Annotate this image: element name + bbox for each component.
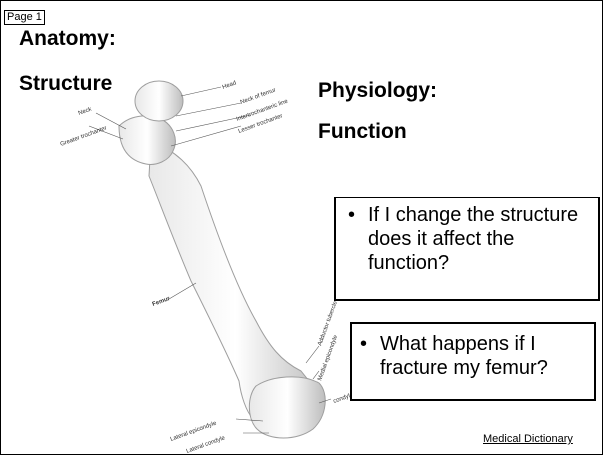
question-box-structure: • If I change the structure does it affe… [334,197,600,301]
heading-structure: Structure [19,72,112,96]
label-neck-of-femur: Neck of femur [240,87,277,105]
bullet-text: If I change the structure does it affect… [350,203,590,275]
question-box-fracture: • What happens if I fracture my femur? [350,322,596,401]
bullet-icon: • [348,203,355,227]
medical-dictionary-link[interactable]: Medical Dictionary [483,433,573,445]
label-greater-trochanter: Greater trochanter [60,125,108,147]
label-head: Head [222,80,238,91]
page-label: Page 1 [4,10,45,25]
label-neck: Neck [78,106,94,117]
label-lateral-condyle: Lateral condyle [186,435,227,455]
label-femur: Femur [152,296,172,308]
bullet-icon: • [360,332,367,356]
bullet-item: • If I change the structure does it affe… [350,203,590,275]
heading-physiology: Physiology: [318,79,437,103]
heading-function: Function [318,120,407,144]
bullet-text: What happens if I fracture my femur? [362,332,590,380]
heading-anatomy: Anatomy: [19,27,116,51]
bullet-item: • What happens if I fracture my femur? [362,332,590,380]
femur-bone [119,81,325,438]
